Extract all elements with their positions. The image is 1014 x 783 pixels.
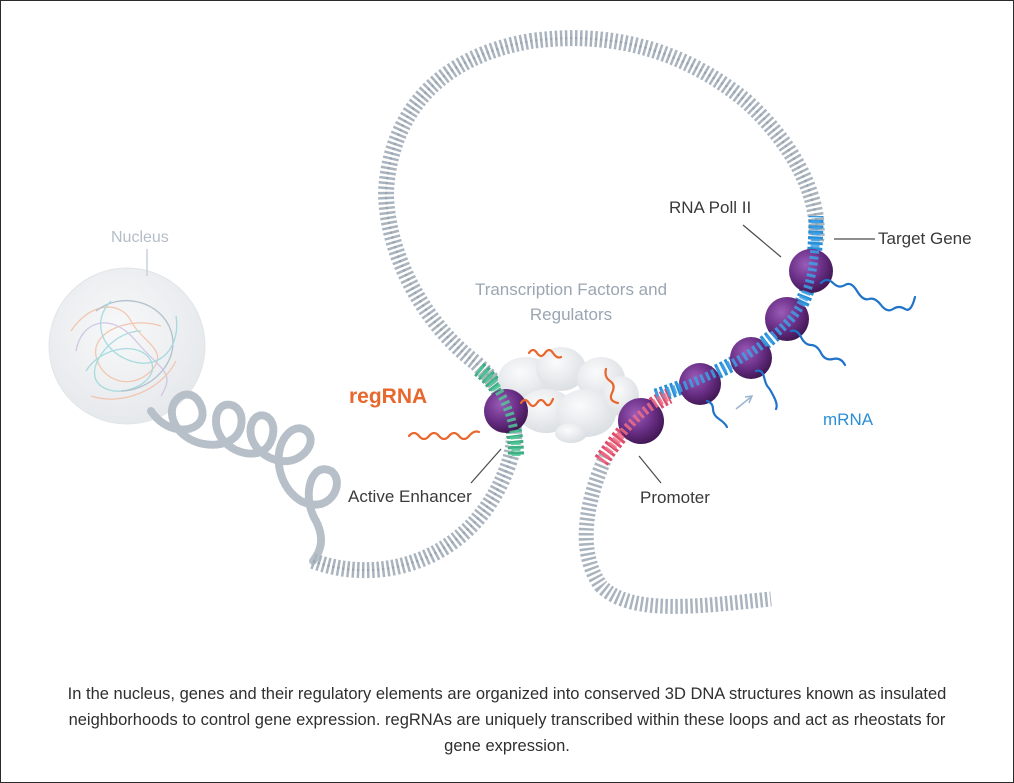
figure-caption: In the nucleus, genes and their regulato… [67, 685, 947, 755]
dna-tail [578, 452, 772, 614]
mrna-label: mRNA [823, 410, 874, 429]
leader-lines [470, 224, 875, 484]
mrna-arrow [735, 396, 752, 410]
nucleus-label: Nucleus [111, 229, 169, 246]
promoter-label: Promoter [640, 488, 710, 507]
pol-enhancer [484, 389, 528, 433]
pol-gene-1 [679, 363, 721, 405]
target-gene-label: Target Gene [878, 229, 972, 248]
chromatin-strand-tangle [147, 390, 341, 565]
pol-gene-4 [789, 249, 833, 293]
mrna-strands [705, 278, 917, 429]
rna-pol-ii-label: RNA Poll II [669, 198, 752, 217]
nucleus-sphere [48, 267, 206, 425]
transcription-factors-label: Transcription Factors and Regulators [474, 280, 668, 324]
regrna-label: regRNA [349, 385, 428, 408]
active-enhancer-label: Active Enhancer [348, 487, 472, 506]
regrna-strands [407, 348, 620, 441]
